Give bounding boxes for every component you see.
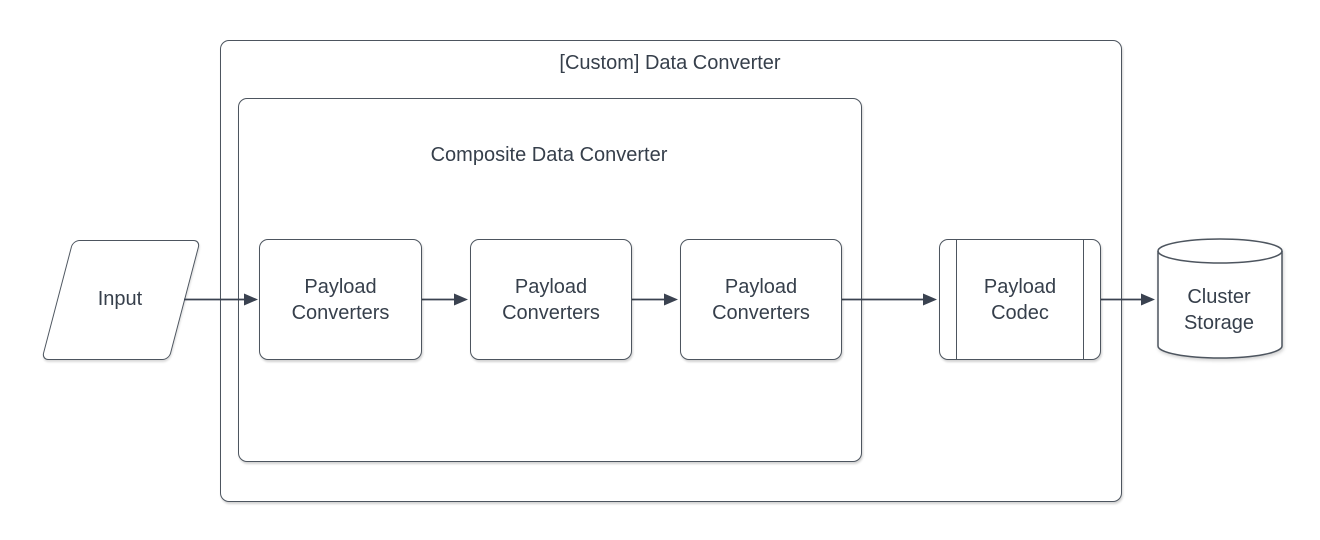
input-label: Input xyxy=(97,288,143,310)
payload-codec-box: Payload Codec xyxy=(939,239,1101,360)
payload-converters-label-2: Payload Converters xyxy=(502,275,600,324)
payload-converters-box-2: Payload Converters xyxy=(470,239,632,360)
arrow-codec-to-storage xyxy=(1100,293,1155,306)
payload-converters-label-1: Payload Converters xyxy=(291,275,390,324)
codec-left-bar xyxy=(956,240,957,359)
payload-codec-label: Payload Codec xyxy=(983,275,1057,324)
arrowhead-icon xyxy=(1141,293,1155,306)
payload-converters-label-3: Payload Converters xyxy=(712,275,810,324)
payload-converters-box-3: Payload Converters xyxy=(680,239,842,360)
arrow-input-to-converter-1 xyxy=(184,293,258,306)
codec-right-bar xyxy=(1083,240,1084,359)
custom-data-converter-label: [Custom] Data Converter xyxy=(559,52,781,74)
arrow-converter-1-to-converter-2 xyxy=(420,293,468,306)
payload-converters-box-1: Payload Converters xyxy=(259,239,422,360)
cluster-storage-label: Cluster Storage xyxy=(1183,286,1255,334)
arrow-converter-3-to-codec xyxy=(840,293,937,306)
arrowhead-icon xyxy=(454,293,468,306)
composite-data-converter-label: Composite Data Converter xyxy=(430,144,668,166)
cluster-storage-cylinder-shape xyxy=(1157,238,1283,359)
arrowhead-icon xyxy=(664,293,678,306)
arrow-converter-2-to-converter-3 xyxy=(630,293,678,306)
arrowhead-icon xyxy=(923,293,937,306)
arrowhead-icon xyxy=(244,293,258,306)
